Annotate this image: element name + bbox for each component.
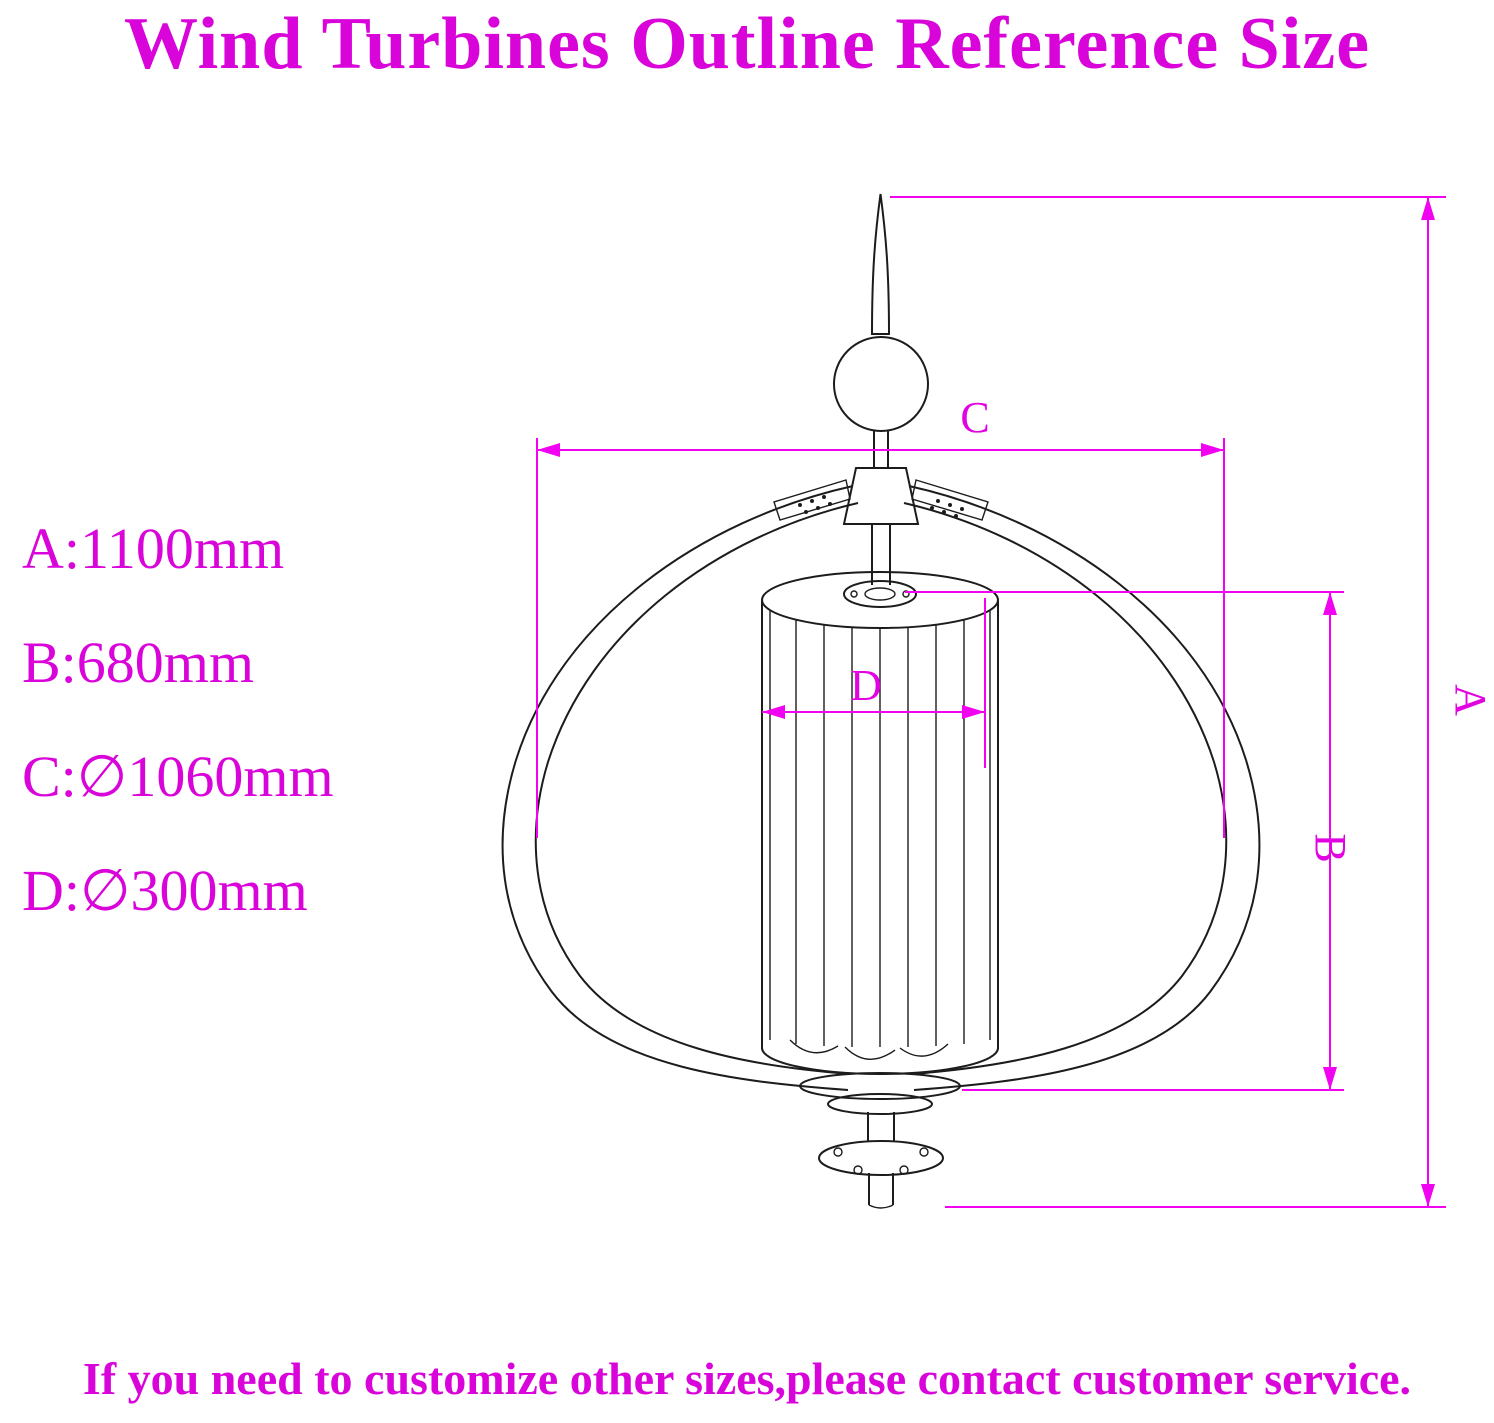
- cylinder-bottom-arc: [761, 1047, 999, 1075]
- footer-note: If you need to customize other sizes,ple…: [82, 1353, 1412, 1404]
- top-hub: [842, 467, 920, 525]
- top-ball: [833, 336, 929, 432]
- bottom-hub-plate: [799, 1072, 961, 1100]
- inner-rotor-vanes: [769, 611, 991, 1047]
- hub-plate-rivets: [798, 495, 964, 518]
- page-title: Wind Turbines Outline Reference Size: [123, 3, 1371, 85]
- blade-left-outer: [501, 485, 854, 1091]
- dimension-list: A:1100mm B:680mm C:∅1060mm D:∅300mm: [22, 520, 334, 976]
- top-flange: [843, 580, 917, 608]
- top-flange-bolt-left: [850, 590, 858, 598]
- bottom-hub-plate-small: [827, 1093, 933, 1115]
- vane-bottom-curls: [789, 1039, 949, 1060]
- base-pipe-bottom: [868, 1204, 894, 1209]
- dim-label-c: C: [960, 393, 989, 442]
- base-flange-bolts: [833, 1147, 929, 1175]
- top-spike: [870, 193, 891, 335]
- blade-left-inner: [534, 502, 859, 1075]
- dimension-c: C: [536, 393, 1225, 838]
- blade-right-outer: [908, 485, 1261, 1091]
- dimension-annotations: C A B: [536, 196, 1494, 1208]
- hub-plate-right: [911, 479, 989, 521]
- dimension-item-c: C:∅1060mm: [22, 744, 334, 809]
- base-flange: [818, 1140, 944, 1176]
- blade-right-inner: [903, 502, 1228, 1075]
- dimension-item-b: B:680mm: [22, 630, 255, 695]
- dimension-item-d: D:∅300mm: [22, 858, 308, 923]
- dim-label-b: B: [1306, 833, 1355, 862]
- hub-plate-left: [773, 479, 851, 521]
- dimension-d: D: [762, 598, 986, 768]
- dim-label-d: D: [850, 661, 882, 710]
- dim-label-a: A: [1446, 684, 1494, 716]
- turbine-body: [501, 193, 1261, 1209]
- dimension-item-a: A:1100mm: [22, 516, 285, 581]
- dimension-a: A: [890, 196, 1494, 1208]
- top-flange-inner: [864, 587, 896, 601]
- dimension-b: B: [905, 591, 1355, 1091]
